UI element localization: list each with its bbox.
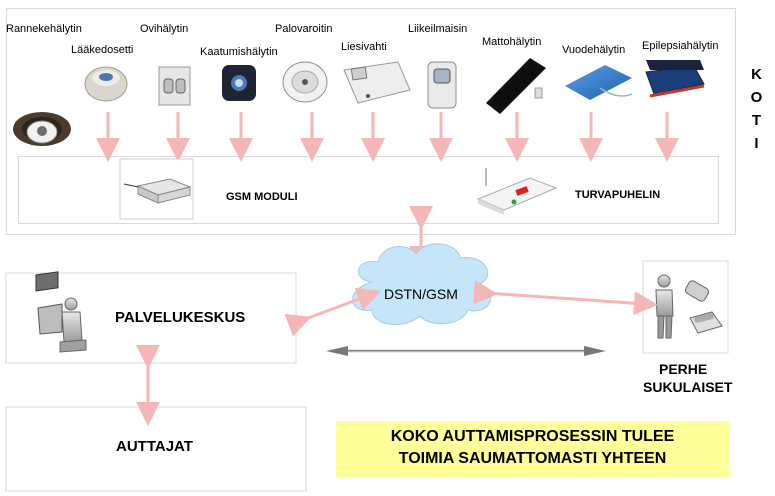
operator-computer-icon: [35, 271, 87, 353]
label-vuodehalytin: Vuodehälytin: [562, 44, 626, 56]
network-label: DSTN/GSM: [384, 286, 458, 302]
smoke-detector-icon: [282, 61, 328, 103]
bed-alarm-icon: [565, 65, 633, 100]
label-laakedosetti: Lääkedosetti: [71, 44, 134, 56]
label-kaatumishalytin: Kaatumishälytin: [200, 46, 278, 58]
person-with-phones-icon: [655, 274, 723, 339]
network-cloud: [352, 243, 492, 326]
arrow-network-family: [473, 280, 658, 316]
label-rannekehalytin: Rannekehälytin: [6, 23, 82, 35]
motion-detector-icon: [427, 61, 457, 109]
banner-line2: TOIMIA SAUMATTOMASTI YHTEEN: [398, 450, 667, 467]
gsm-module-icon: [119, 158, 194, 220]
family-label-line2: SUKULAISET: [643, 379, 733, 395]
family-label-line1: PERHE: [659, 361, 708, 377]
label-liikeilmaisin: Liikeilmaisin: [408, 23, 468, 35]
mat-alarm-icon: [486, 58, 546, 114]
arrow-network-service: [284, 287, 382, 337]
medicine-dispenser-icon: [84, 66, 128, 102]
banner-line1: KOKO AUTTAMISPROSESSIN TULEE: [390, 428, 675, 445]
banner-text: KOKO AUTTAMISPROSESSIN TULEE TOIMIA SAUM…: [336, 426, 729, 470]
door-alarm-icon: [158, 66, 191, 106]
device-arrows: [96, 112, 679, 162]
gsm-module-label: GSM MODULI: [226, 191, 298, 203]
label-epilepsiahalytin: Epilepsiahälytin: [642, 40, 719, 52]
epilepsy-alarm-icon: [645, 60, 705, 98]
banner-box: [336, 421, 729, 477]
stove-guard-icon: [343, 61, 411, 104]
helpers-label: AUTTAJAT: [116, 438, 193, 455]
label-ovihalytin: Ovihälytin: [140, 23, 189, 35]
family-box: [642, 260, 729, 354]
label-liesivahti: Liesivahti: [341, 41, 387, 53]
wrist-alarm-icon: [13, 112, 71, 146]
safety-phone-label: TURVAPUHELIN: [575, 189, 661, 201]
safety-phone-icon: [476, 168, 558, 215]
service-center-label: PALVELUKESKUS: [115, 309, 246, 326]
fall-alarm-icon: [222, 65, 256, 101]
label-palovaroitin: Palovaroitin: [275, 23, 333, 35]
arrow-service-family-direct: [326, 346, 606, 356]
home-side-label: KOTI: [748, 66, 765, 158]
label-mattohalytin: Mattohälytin: [482, 36, 542, 48]
